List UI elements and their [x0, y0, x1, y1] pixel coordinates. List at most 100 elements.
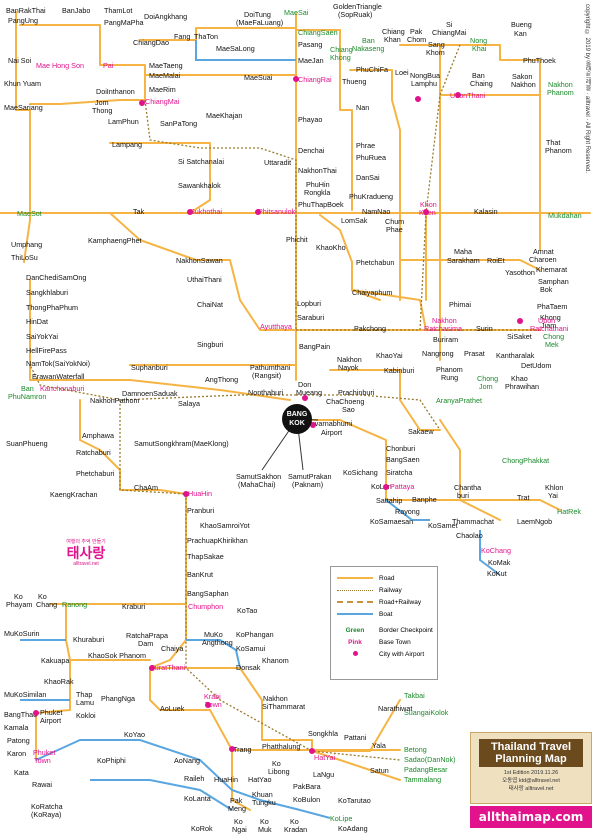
place-label[interactable]: Kata: [14, 768, 29, 777]
place-label[interactable]: (MaeFaLuang): [236, 18, 284, 27]
place-label[interactable]: Thong: [92, 106, 113, 115]
place-label[interactable]: Ranong: [62, 600, 88, 609]
place-label[interactable]: Lamphu: [411, 79, 437, 88]
place-label[interactable]: SanPaTong: [160, 119, 198, 128]
place-label[interactable]: KoSichang: [343, 468, 378, 477]
place-label[interactable]: Mueang: [296, 388, 322, 397]
place-label[interactable]: Ubon: [538, 316, 556, 325]
place-label[interactable]: Ko: [260, 817, 269, 826]
place-label[interactable]: Ngai: [232, 825, 247, 834]
place-label[interactable]: KoYao: [124, 730, 146, 739]
place-label[interactable]: LaNgu: [313, 770, 335, 779]
place-label[interactable]: Trat: [517, 493, 530, 502]
place-label[interactable]: Khan: [384, 35, 401, 44]
place-label[interactable]: DoiTung: [244, 10, 271, 19]
place-label[interactable]: (SopRuak): [338, 10, 373, 19]
place-label[interactable]: DanChediSamOng: [26, 273, 87, 282]
place-label[interactable]: KoTao: [237, 606, 258, 615]
place-label[interactable]: Fang: [174, 32, 191, 41]
place-label[interactable]: Khao: [511, 374, 528, 383]
place-label[interactable]: Tak: [133, 207, 145, 216]
place-label[interactable]: Pranburi: [187, 506, 215, 515]
place-label[interactable]: Nai Soi: [8, 56, 32, 65]
place-label[interactable]: BangSaen: [386, 455, 420, 464]
place-label[interactable]: MaeTaeng: [149, 61, 183, 70]
place-label[interactable]: Narathiwat: [378, 704, 413, 713]
place-label[interactable]: UdonThani: [450, 91, 486, 100]
place-label[interactable]: Chaiya: [161, 644, 184, 653]
place-label[interactable]: Kabinburi: [384, 366, 415, 375]
place-label[interactable]: PhangNga: [101, 694, 135, 703]
place-label[interactable]: Nakaseng: [352, 44, 385, 53]
place-label[interactable]: Ko: [234, 817, 243, 826]
place-label[interactable]: Nonthaburi: [248, 388, 284, 397]
place-label[interactable]: Lopburi: [297, 299, 321, 308]
place-label[interactable]: HellFirePass: [26, 346, 67, 355]
place-label[interactable]: HinDat: [26, 317, 48, 326]
place-label[interactable]: Banphe: [412, 495, 437, 504]
place-label[interactable]: Chaing: [470, 79, 493, 88]
place-label[interactable]: KoPhangan: [236, 630, 274, 639]
place-label[interactable]: Jom: [479, 382, 493, 391]
place-label[interactable]: Airport: [321, 428, 343, 437]
place-label[interactable]: Phanom: [547, 88, 574, 97]
place-label[interactable]: Thueng: [342, 77, 367, 86]
place-label[interactable]: Prachinburi: [338, 388, 375, 397]
place-label[interactable]: PhuNamron: [8, 392, 47, 401]
place-label[interactable]: Muk: [258, 825, 272, 834]
place-label[interactable]: Sawankhalok: [178, 181, 221, 190]
place-label[interactable]: Pattaya: [390, 482, 415, 491]
place-label[interactable]: BangSaphan: [187, 589, 229, 598]
place-label[interactable]: Phatthalung: [262, 742, 301, 751]
place-label[interactable]: ThiLoSu: [11, 253, 38, 262]
place-label[interactable]: Raileh: [184, 774, 205, 783]
place-label[interactable]: ChiangMai: [432, 28, 467, 37]
place-label[interactable]: Yai: [548, 491, 558, 500]
place-label[interactable]: Chaiyaphum: [352, 288, 393, 297]
place-label[interactable]: Pattani: [344, 733, 367, 742]
place-label[interactable]: ChiangRai: [298, 75, 332, 84]
place-label[interactable]: Pasang: [298, 40, 323, 49]
place-label[interactable]: Suphanburi: [131, 363, 168, 372]
place-label[interactable]: SiThammarat: [262, 702, 306, 711]
place-label[interactable]: Phrawihan: [505, 382, 539, 391]
place-label[interactable]: Kokloi: [76, 711, 96, 720]
place-label[interactable]: Nong: [470, 36, 488, 45]
place-label[interactable]: Nakhon: [511, 80, 536, 89]
place-label[interactable]: Krabi: [204, 692, 221, 701]
place-label[interactable]: Saraburi: [297, 313, 325, 322]
place-label[interactable]: Betong: [404, 745, 427, 754]
place-label[interactable]: Airport: [40, 716, 62, 725]
place-label[interactable]: DetUdom: [521, 361, 552, 370]
place-label[interactable]: Songkhla: [308, 729, 338, 738]
place-label[interactable]: AngThong: [205, 375, 239, 384]
place-label[interactable]: Phetchabun: [356, 258, 395, 267]
place-label[interactable]: KoLanta: [184, 794, 211, 803]
place-label[interactable]: Pak: [410, 27, 423, 36]
place-label[interactable]: Nan: [356, 103, 370, 112]
place-label[interactable]: Mae Hong Son: [36, 61, 84, 70]
place-label[interactable]: KoTarutao: [338, 796, 371, 805]
place-label[interactable]: GoldenTriangle: [333, 2, 382, 11]
place-label[interactable]: Uttaradit: [264, 158, 292, 167]
place-label[interactable]: RatchaPrapa: [126, 631, 168, 640]
place-label[interactable]: Phanom: [545, 146, 572, 155]
place-label[interactable]: Lampang: [112, 140, 142, 149]
place-label[interactable]: MaeSuai: [244, 73, 273, 82]
place-label[interactable]: Ratchaburi: [76, 448, 111, 457]
place-label[interactable]: Karon: [7, 749, 27, 758]
place-label[interactable]: Bueng: [511, 20, 532, 29]
place-label[interactable]: (Paknam): [292, 480, 324, 489]
place-label[interactable]: HuaHin: [214, 775, 238, 784]
place-label[interactable]: BanJabo: [62, 6, 91, 15]
place-label[interactable]: Jiam: [541, 321, 557, 330]
place-label[interactable]: Donsak: [236, 663, 261, 672]
place-label[interactable]: MaeSaLong: [216, 44, 255, 53]
place-label[interactable]: Jom: [95, 98, 109, 107]
place-label[interactable]: Phae: [386, 225, 403, 234]
place-label[interactable]: NamNao: [362, 207, 391, 216]
place-label[interactable]: Kakuapa: [41, 656, 70, 665]
place-label[interactable]: NakhonPathom: [90, 396, 140, 405]
place-label[interactable]: KhaoYai: [376, 351, 403, 360]
place-label[interactable]: Sao: [342, 405, 355, 414]
